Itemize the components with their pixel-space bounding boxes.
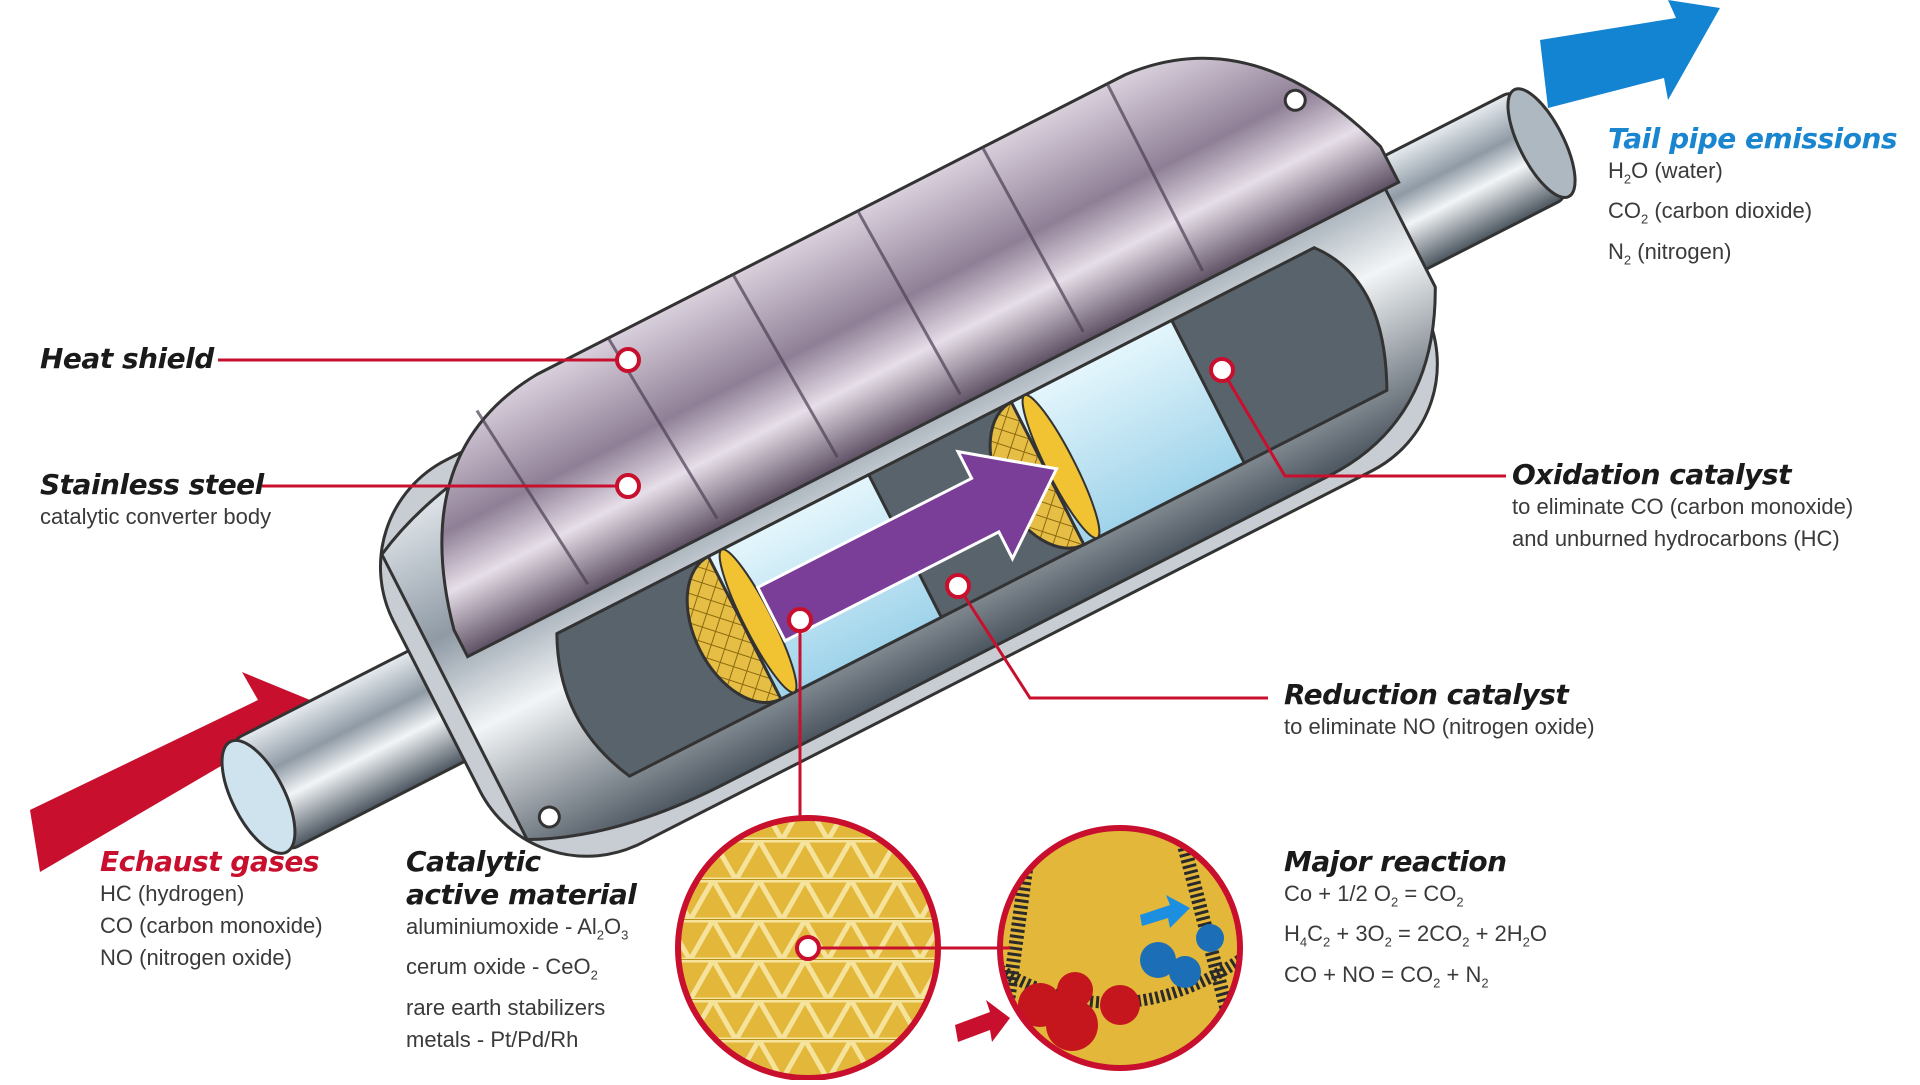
callout-dots — [615, 347, 1235, 961]
exhaust-line: HC (hydrogen) — [100, 881, 245, 906]
label-tailpipe-emissions: Tail pipe emissions H2O (water) CO2 (car… — [1608, 122, 1898, 276]
reduction-sub: to eliminate NO (nitrogen oxide) — [1284, 714, 1595, 739]
catalytic-line: cerum oxide - CeO2 — [406, 954, 598, 983]
oxidation-line: and unburned hydrocarbons (HC) — [1512, 526, 1840, 551]
heat-shield-title: Heat shield — [40, 342, 214, 375]
reaction-line: CO + NO = CO2 + N2 — [1284, 961, 1489, 991]
catalytic-title-1: Catalytic — [406, 845, 541, 878]
tailpipe-outlet-arrow — [1540, 0, 1720, 108]
reaction-line: H4C2 + 3O2 = 2CO2 + 2H2O — [1284, 921, 1548, 950]
label-oxidation-catalyst: Oxidation catalyst to eliminate CO (carb… — [1512, 458, 1853, 555]
reaction-line: Co + 1/2 O2 = CO2 — [1284, 881, 1464, 910]
stainless-steel-title: Stainless steel — [40, 468, 264, 501]
exhaust-line: CO (carbon monoxide) — [100, 913, 323, 938]
exhaust-line: NO (nitrogen oxide) — [100, 945, 292, 970]
catalytic-title-2: active material — [406, 878, 637, 911]
callout-lines — [218, 358, 1506, 950]
reaction-title: Major reaction — [1284, 845, 1507, 878]
catalytic-line: metals - Pt/Pd/Rh — [406, 1026, 579, 1052]
stainless-steel-sub: catalytic converter body — [40, 504, 272, 529]
label-heat-shield: Heat shield — [40, 342, 214, 375]
oxidation-title: Oxidation catalyst — [1512, 458, 1791, 491]
tailpipe-title: Tail pipe emissions — [1608, 122, 1898, 155]
tailpipe-line: N2 (nitrogen) — [1608, 238, 1732, 268]
label-major-reaction: Major reaction Co + 1/2 O2 = CO2 H4C2 + … — [1284, 845, 1547, 999]
oxidation-line: to eliminate CO (carbon monoxide) — [1512, 494, 1854, 519]
exhaust-title: Echaust gases — [100, 845, 320, 878]
label-exhaust-gases: Echaust gases HC (hydrogen) CO (carbon m… — [100, 845, 323, 974]
label-catalytic-active-material: Catalytic active material aluminiumoxide… — [406, 845, 637, 1056]
label-reduction-catalyst: Reduction catalyst to eliminate NO (nitr… — [1284, 678, 1595, 743]
catalytic-line: rare earth stabilizers — [406, 994, 606, 1020]
exhaust-inlet-arrow — [30, 672, 310, 872]
tailpipe-line: CO2 (carbon dioxide) — [1608, 198, 1813, 227]
reduction-title: Reduction catalyst — [1284, 678, 1569, 711]
label-stainless-steel: Stainless steel catalytic converter body — [40, 468, 271, 533]
catalytic-line: aluminiumoxide - Al2O3 — [406, 914, 629, 943]
converter-body — [220, 56, 1577, 858]
tailpipe-line: H2O (water) — [1608, 158, 1723, 187]
